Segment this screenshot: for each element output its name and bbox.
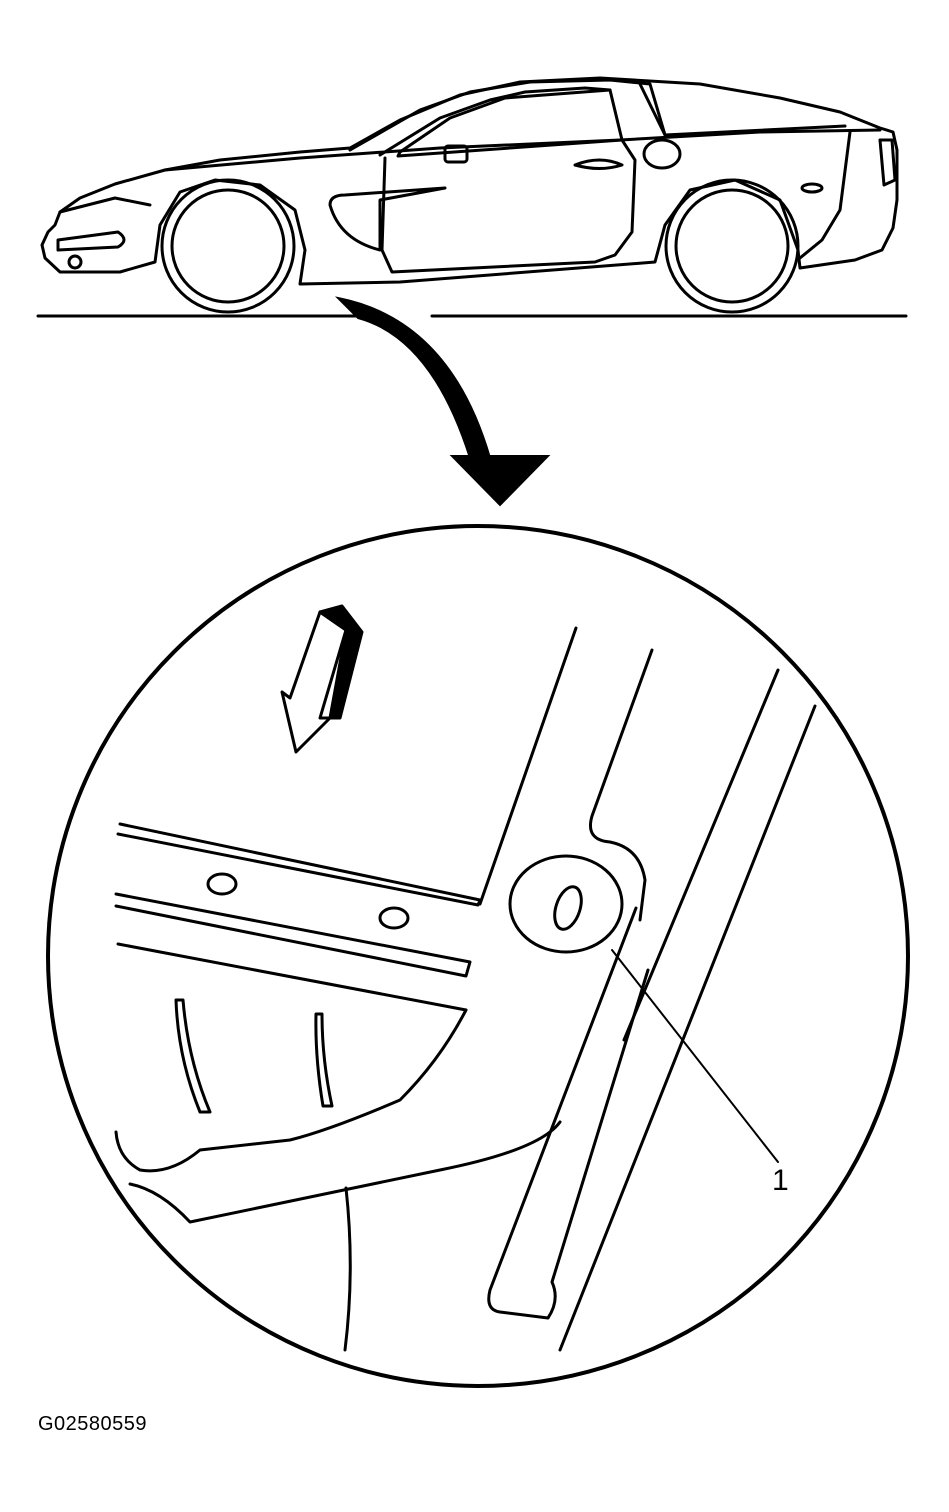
bracket-slot-1: [174, 998, 212, 1114]
lower-bracket-bottom: [128, 1120, 562, 1224]
detail-view-content: [114, 604, 817, 1352]
door-outline: [380, 138, 637, 274]
door-handle: [573, 158, 624, 170]
rocker-strip-lower: [114, 892, 472, 978]
rivet-1: [206, 872, 238, 896]
vertical-line: [343, 1186, 352, 1352]
rear-wheel: [664, 178, 800, 314]
sill-edge: [116, 942, 468, 1012]
windshield: [378, 86, 612, 157]
rear-bumper: [798, 130, 852, 260]
panel-edge-2: [589, 648, 654, 922]
bracket-slot-2: [314, 1012, 334, 1108]
side-vent: [328, 186, 447, 252]
panel-edge-1: [478, 626, 578, 906]
car-side-view: [36, 76, 908, 318]
belt-line: [163, 128, 882, 172]
front-wheel: [160, 178, 296, 314]
rear-lamp: [878, 138, 897, 187]
lower-bracket: [114, 1008, 468, 1173]
fuel-door: [642, 138, 682, 170]
callout-number-1: 1: [772, 1164, 789, 1197]
figure-id-label: G02580559: [38, 1413, 148, 1435]
direction-arrow-icon: [280, 604, 364, 754]
fog-lamp: [67, 254, 83, 270]
rocker-strip: [116, 822, 482, 907]
panel-edge-3: [622, 668, 780, 1042]
body-plug: [508, 854, 624, 954]
side-mirror: [443, 144, 469, 164]
front-lamp: [56, 230, 126, 252]
rear-pillar: [638, 82, 847, 137]
callout-leader-line: [611, 949, 779, 1163]
roof-line: [348, 78, 667, 152]
panel-edge-4: [558, 704, 817, 1352]
detail-view-circle: [46, 524, 910, 1388]
curved-pointer-arrow: [334, 296, 551, 507]
pillar-trim: [487, 906, 650, 1320]
hood-crease: [58, 196, 152, 214]
side-window: [396, 88, 624, 158]
rivet-2: [378, 906, 410, 930]
rear-marker: [800, 182, 824, 194]
